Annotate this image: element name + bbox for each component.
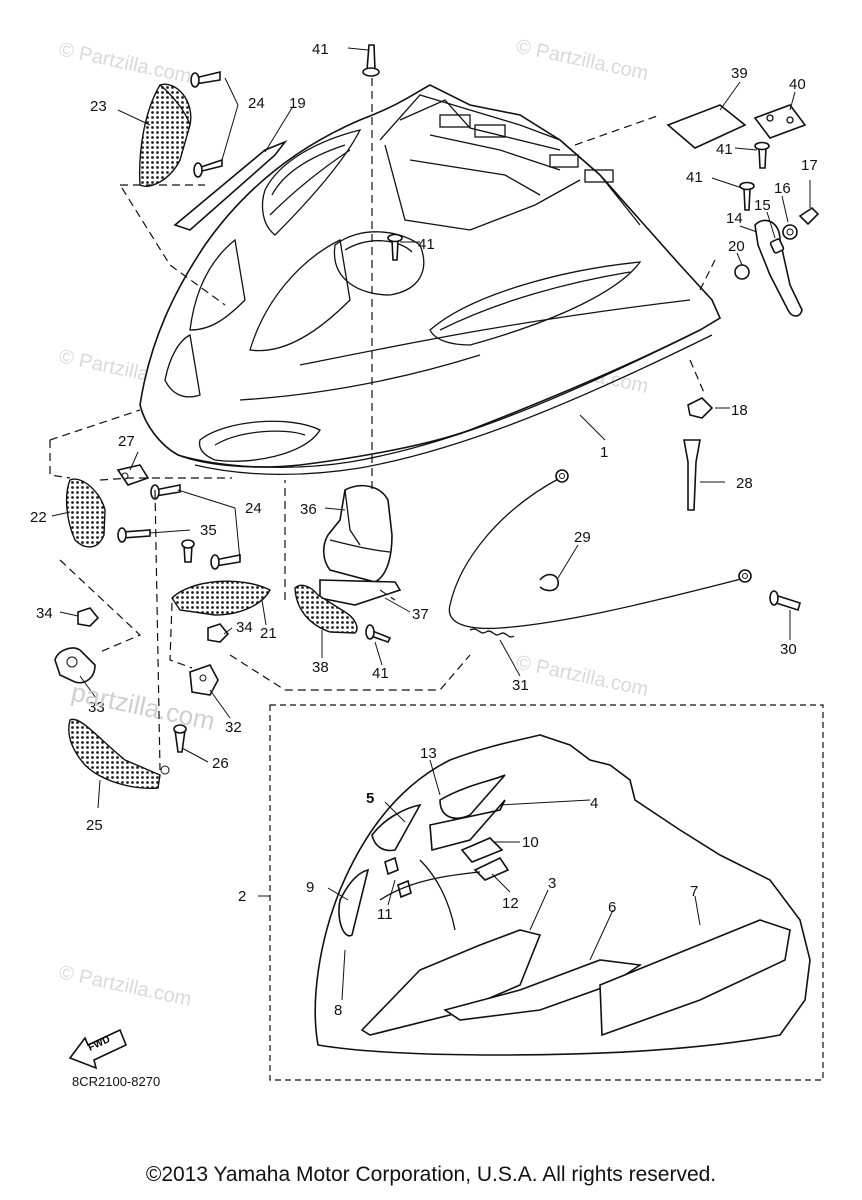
cable-part-29: [448, 477, 746, 630]
part-label: 27: [118, 433, 135, 450]
vent-panel-part-21: [171, 580, 271, 616]
part-label: 12: [502, 895, 519, 912]
part-labels: 1 2 3 4 5 6 7 8 9 10 11 12 13 14 15 16 1…: [30, 41, 818, 1019]
part-label: 24: [248, 95, 265, 112]
fwd-arrow-icon: FWD: [68, 1028, 128, 1070]
vent-grille-part-23: [138, 83, 192, 187]
part-label: 37: [412, 606, 429, 623]
part-label: 5: [366, 790, 374, 807]
part-label: 1: [600, 444, 608, 461]
part-label: 6: [608, 899, 616, 916]
part-label: 10: [522, 834, 539, 851]
grille-part-22: [65, 478, 106, 548]
part-label: 3: [548, 875, 556, 892]
part-label: 38: [312, 659, 329, 676]
rivets-part-41: [362, 44, 770, 643]
assembly-lines: [49, 78, 716, 771]
part-label: 39: [731, 65, 748, 82]
duct-plate-part-37: [319, 579, 402, 606]
cable-tie-part-28: [683, 439, 701, 511]
bracket-part-40: [753, 104, 807, 139]
part-label: 4: [590, 795, 598, 812]
part-label: 24: [245, 500, 262, 517]
arm-part-14: [754, 219, 803, 317]
part-label: 35: [200, 522, 217, 539]
bracket-part-32: [189, 664, 219, 696]
grille-part-38: [294, 584, 358, 634]
copyright-notice: ©2013 Yamaha Motor Corporation, U.S.A. A…: [145, 1163, 717, 1186]
part-label: 41: [312, 41, 329, 58]
inset-leader-lines: [327, 759, 701, 1001]
spring-part-31: [469, 628, 515, 638]
part-label: 29: [574, 529, 591, 546]
part-label: 2: [238, 888, 246, 905]
part-label: 8: [334, 1002, 342, 1019]
part-label: 41: [372, 665, 389, 682]
part-label: 32: [225, 719, 242, 736]
part-label: 9: [306, 879, 314, 896]
grille-part-25: [68, 718, 161, 789]
decal-set-part-2: [314, 734, 811, 1056]
hood-body-part: [139, 84, 722, 476]
part-label: 41: [418, 236, 435, 253]
watermark: © Partzilla.com: [514, 651, 650, 701]
drawing-code: 8CR2100-8270: [72, 1074, 161, 1089]
part-label: 22: [30, 509, 47, 526]
part-label: 15: [754, 197, 771, 214]
leader-lines: [51, 47, 811, 809]
part-label: 30: [780, 641, 797, 658]
part-label: 18: [731, 402, 748, 419]
watermark: © Partzilla.com: [57, 38, 193, 88]
part-label: 14: [726, 210, 743, 227]
plate-part-39: [666, 104, 747, 149]
nut-part-18: [687, 397, 714, 419]
watermark: © Partzilla.com: [514, 35, 650, 85]
duct-part-36: [322, 484, 393, 583]
part-label: 13: [420, 745, 437, 762]
part-label: 21: [260, 625, 277, 642]
part-label: 25: [86, 817, 103, 834]
part-label: 31: [512, 677, 529, 694]
clip-part-27: [116, 464, 150, 486]
part-label: 33: [88, 699, 105, 716]
part-label: 17: [801, 157, 818, 174]
decal-set-box: [269, 704, 824, 1081]
part-label: 28: [736, 475, 753, 492]
watermark: © Partzilla.com: [57, 961, 193, 1011]
part-label: 26: [212, 755, 229, 772]
part-label: 23: [90, 98, 107, 115]
part-label: 34: [236, 619, 253, 636]
part-label: 34: [36, 605, 53, 622]
part-label: 36: [300, 501, 317, 518]
part-label: 41: [686, 169, 703, 186]
stripe-part-19: [173, 140, 288, 231]
part-label: 16: [774, 180, 791, 197]
part-label: 7: [690, 883, 698, 900]
part-label: 19: [289, 95, 306, 112]
part-label: 20: [728, 238, 745, 255]
part-label: 40: [789, 76, 806, 93]
part-label: 11: [377, 906, 393, 923]
part-label: 41: [716, 141, 733, 158]
